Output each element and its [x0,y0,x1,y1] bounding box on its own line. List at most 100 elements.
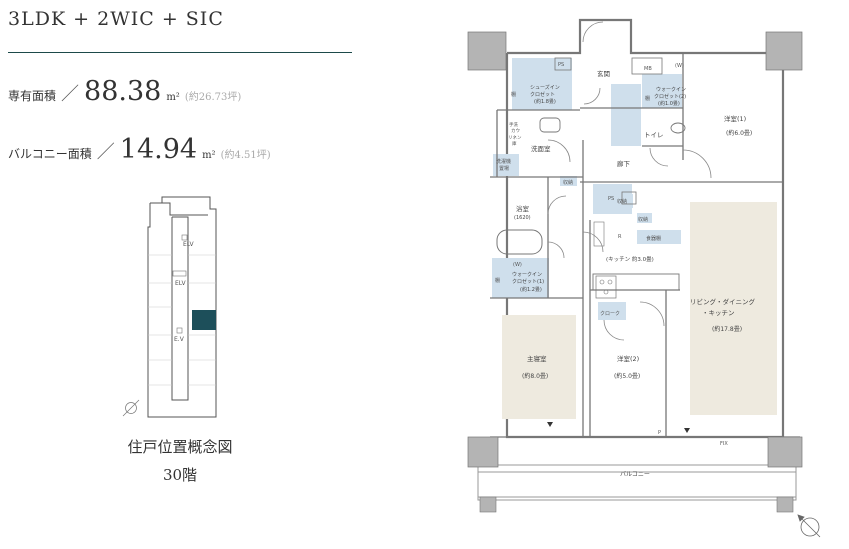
kitchen-label: (キッチン 約3.0畳) [606,255,654,263]
western1-label: 洋室(1) [724,114,746,123]
wic2-area [642,74,682,108]
entry-storage-area [611,84,641,146]
storage-3-area [637,213,652,223]
western2-size: (約5.0畳) [614,372,640,380]
balcony-area-tsubo: (約4.51坪) [220,150,271,161]
wic2-line1: ウォークイン [656,86,686,93]
p-label: P [658,430,661,436]
private-area-slash: ／ [61,84,80,105]
dish-shelf-label: 食器棚 [646,235,661,242]
laundry-label-1: 洗濯機 [496,158,511,165]
balcony-area-unit: m² [202,150,216,161]
elv-label-1: ELV [183,241,194,248]
ldk-size: (約17.8畳) [712,325,742,333]
fix-label: FIX [720,441,728,447]
western1-size: (約6.0畳) [726,129,752,137]
pipe-shafts [554,57,663,205]
key-plan-inner-line [162,202,208,216]
wic1-area [492,258,549,298]
balcony-label: バルコニー [620,471,650,478]
pantry-shelf [593,221,605,247]
shelf-label-1: 棚 [511,91,516,98]
towel-label-2: カウ [511,127,520,134]
elv-label-2: ELV [175,280,186,287]
shoes-closet-line1: シューズイン [530,84,560,91]
master-label: 主寝室 [527,354,547,363]
private-area-label: 専有面積 [8,89,57,103]
key-plan-caption: 住戸位置概念図 [127,438,233,456]
balcony-outline [477,464,797,501]
private-area-unit: m² [166,92,180,103]
wic1-line2: クロゼット(1) [512,278,544,285]
storage-label-2: 収納 [617,198,627,205]
key-plan-highlight-unit [192,310,216,330]
north-compass-icon [797,514,821,538]
shoes-closet-line2: クロゼット [530,91,555,98]
master-size: (約8.0畳) [522,372,548,380]
balcony-area-label: バルコニー面積 [8,147,92,161]
shoes-closet-line3: (約1.8畳) [534,98,556,105]
mb-label: MB [644,66,652,72]
entrance-label: 玄関 [597,69,610,78]
wic2-line3: (約1.0畳) [658,100,680,107]
towel-label-4: 庫 [512,140,517,147]
shoes-closet-area [512,58,572,110]
storage-label-1: 収納 [563,179,573,186]
window-marker-1 [547,422,553,427]
elv-square-2 [172,270,187,277]
storage-1-area [560,176,577,186]
r-label: R [618,234,622,240]
toilet-fixture [670,122,686,134]
bath-size: (1620) [514,215,531,221]
key-plan-compass-icon [122,399,140,417]
elv-square-3 [176,327,183,334]
cloak-area [598,302,626,320]
balcony-pillar-left [479,496,497,513]
kitchen-counter [592,273,680,291]
towel-label-1: 手洗 [509,121,518,128]
private-area-tsubo: (約26.73坪) [184,92,242,103]
ps-label-2: PS [608,196,614,202]
ldk-floor [690,202,777,415]
w-label-2: (W) [513,262,522,268]
wic2-line2: クロゼット(2) [654,93,686,100]
key-plan-core [171,216,189,401]
laundry-area [493,154,519,176]
title-divider [8,52,352,53]
dish-shelf-area [637,230,681,244]
hallway-label: 廊下 [617,159,631,168]
master-floor [502,315,576,419]
laundry-label-2: 置場 [499,165,509,172]
western2-label: 洋室(2) [617,354,639,363]
bathtub [496,229,543,255]
wic1-line1: ウォークイン [512,271,542,278]
structural-pillars [467,31,803,468]
ps-label-1: PS [558,62,564,68]
storage-areas [492,58,682,320]
balcony-area-row: バルコニー面積 ／ 14.94 m² (約4.51坪) [8,134,271,165]
ldk-line1: リビング・ダイニング [690,297,756,306]
key-plan-outline [147,196,217,418]
private-area-row: 専有面積 ／ 88.38 m² (約26.73坪) [8,76,241,107]
toilet-label: トイレ [644,131,664,139]
elv-square-1 [181,234,188,241]
cooktop [595,275,617,299]
storage-label-3: 収納 [638,216,648,223]
washroom-label: 洗面室 [531,144,551,153]
floor-plan: 玄関 シューズイン クロゼット (約1.8畳) ウォークイン クロゼット(2) … [467,18,821,538]
balcony-area-value: 14.94 [119,134,198,165]
shelf-label-2: 棚 [645,95,650,102]
wic1-line3: (約1.2畳) [520,286,542,293]
washbasin [539,117,561,133]
w-label-1: (W) [675,63,684,69]
ldk-line2: ・キッチン [702,309,735,317]
key-plan-floor: 30階 [162,466,198,484]
elv-label-3: E.V [174,336,185,343]
key-plan-diagram: ELV ELV E.V [122,196,217,418]
cloak-label: クローク [600,311,620,317]
door-swings [547,21,712,341]
balcony-pillar-right [776,496,794,513]
shelf-label-3: 棚 [495,277,500,284]
private-area-value: 88.38 [84,76,162,107]
unit-type-title: 3LDK + 2WIC + SIC [8,8,224,30]
